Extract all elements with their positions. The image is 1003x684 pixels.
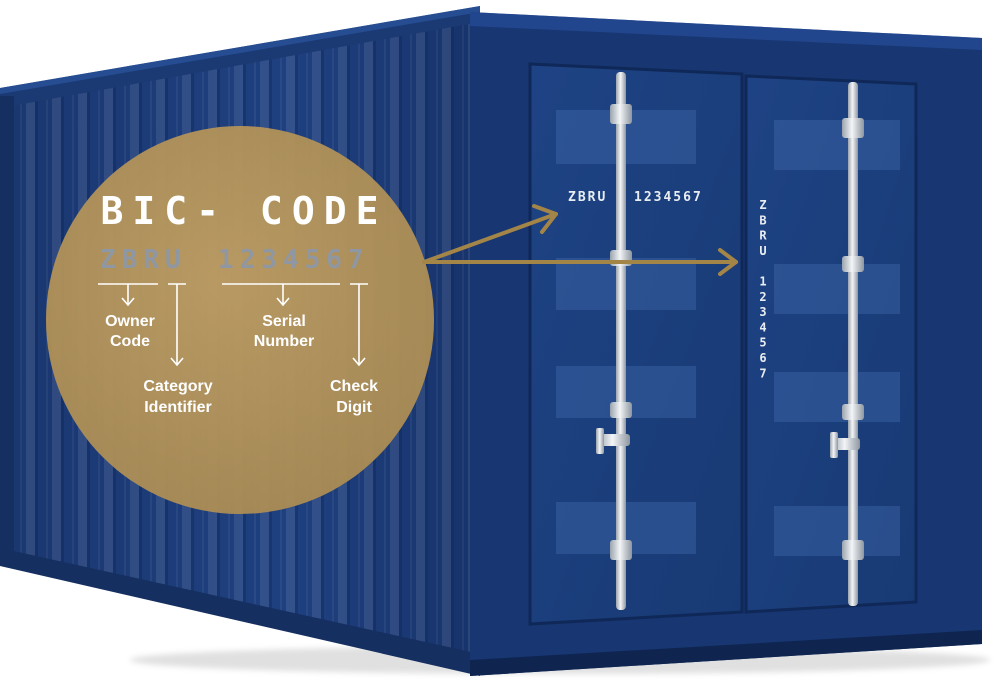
door-panel: [774, 120, 900, 170]
vertical-code-char: 1: [759, 275, 766, 289]
door-panel: [774, 506, 900, 556]
vertical-code-char: 5: [759, 336, 766, 350]
category-identifier-label-1: Category: [143, 378, 212, 395]
category-identifier-label-2: Identifier: [144, 399, 212, 416]
badge-serial-code: 1234567: [218, 245, 370, 275]
vertical-code-char: U: [759, 244, 766, 258]
right-door: [744, 74, 918, 614]
arrow-to-horizontal-code: [422, 212, 558, 264]
code-brackets: [98, 283, 368, 367]
door-code-vertical: ZBRU 1234 567: [759, 198, 767, 380]
badge-title: BIC- CODE: [101, 189, 388, 233]
pointer-arrows: [422, 204, 738, 276]
serial-number-label-2: Number: [254, 333, 314, 350]
left-door: [528, 62, 744, 626]
locking-bar-right: [830, 82, 864, 606]
vertical-code-char: 7: [759, 366, 766, 380]
locking-bar-left: [596, 72, 632, 610]
arrow-head-horizontal: [532, 204, 558, 234]
bic-code-badge: BIC- CODE ZBRU 1234567 Owner Code Serial…: [46, 126, 434, 514]
vertical-code-char: 4: [759, 320, 766, 334]
arrow-head-vertical: [718, 248, 738, 276]
door-code-horizontal: ZBRU 1234567: [568, 190, 703, 205]
check-digit-label-1: Check: [330, 378, 378, 395]
vertical-code-char: 6: [759, 351, 766, 365]
owner-code-label-1: Owner: [105, 313, 155, 330]
badge-owner-code: ZBRU: [100, 245, 187, 275]
check-digit-label-2: Digit: [336, 399, 372, 416]
vertical-code-char: R: [759, 229, 767, 243]
vertical-code-char: 3: [759, 305, 766, 319]
door-panel: [774, 264, 900, 314]
owner-code-label-2: Code: [110, 333, 150, 350]
door-serial-code: 1234567: [634, 190, 703, 205]
vertical-code-char: Z: [759, 198, 766, 212]
door-panel: [774, 372, 900, 422]
serial-number-label-1: Serial: [262, 313, 306, 330]
vertical-code-char: 2: [759, 290, 766, 304]
door-owner-code: ZBRU: [568, 190, 607, 205]
vertical-code-char: B: [759, 213, 766, 227]
